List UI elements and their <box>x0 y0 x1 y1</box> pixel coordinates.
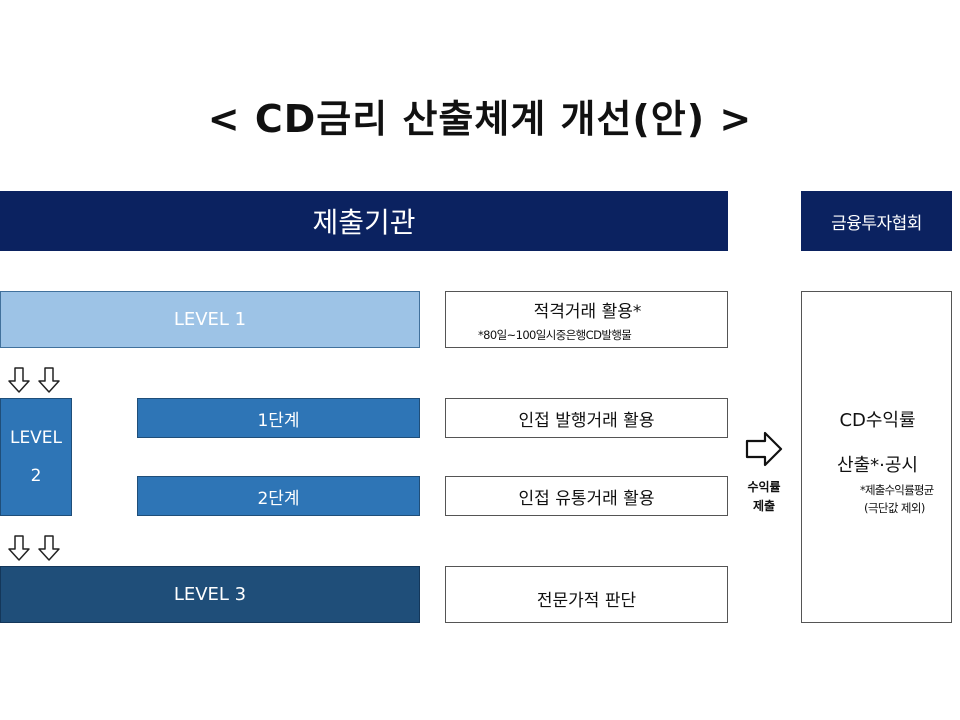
level1-description-star: * <box>632 302 642 322</box>
level2-block: LEVEL 2 <box>0 398 72 516</box>
down-arrow-icon <box>8 535 30 561</box>
level1-description-box: 적격거래 활용* *80일~100일시중은행CD발행물 <box>445 291 728 348</box>
level1-description: 적격거래 활용* <box>446 297 729 322</box>
submit-label-line2: 제출 <box>752 499 776 513</box>
kofia-note1: *제출수익률평균 <box>860 483 934 497</box>
down-arrow-icon <box>38 367 60 393</box>
submit-label: 수익률 제출 <box>734 478 794 516</box>
level2-label-line2: 2 <box>30 466 42 486</box>
stage2-label: 2단계 <box>257 488 300 509</box>
level3-block: LEVEL 3 <box>0 566 420 623</box>
level3-description: 전문가적 판단 <box>536 591 637 611</box>
submitter-header: 제출기관 <box>0 191 728 251</box>
level1-label: LEVEL 1 <box>173 309 247 330</box>
stage1-description: 인접 발행거래 활용 <box>518 410 655 431</box>
down-arrow-icon <box>38 535 60 561</box>
right-arrow-icon <box>745 431 783 467</box>
submit-label-line1: 수익률 <box>747 480 781 494</box>
kofia-line1: CD수익률 <box>839 410 916 431</box>
level1-block: LEVEL 1 <box>0 291 420 348</box>
stage2-block: 2단계 <box>137 476 420 516</box>
stage2-description-box: 인접 유통거래 활용 <box>445 476 728 516</box>
kofia-box: CD수익률 산출*·공시 *제출수익률평균 (극단값 제외) <box>801 291 952 623</box>
association-header-label: 금융투자협회 <box>831 213 922 234</box>
stage2-description: 인접 유통거래 활용 <box>518 488 655 509</box>
level1-note: *80일~100일시중은행CD발행물 <box>478 328 632 342</box>
stage1-label: 1단계 <box>257 410 300 431</box>
level2-label-line1: LEVEL <box>9 428 63 448</box>
down-arrow-icon <box>8 367 30 393</box>
association-header: 금융투자협회 <box>801 191 952 251</box>
page-title: < CD금리 산출체계 개선(안) > <box>207 97 753 141</box>
stage1-block: 1단계 <box>137 398 420 438</box>
kofia-note2: (극단값 제외) <box>864 501 925 515</box>
level3-description-box: 전문가적 판단 <box>445 566 728 623</box>
level3-label: LEVEL 3 <box>173 584 247 605</box>
stage1-description-box: 인접 발행거래 활용 <box>445 398 728 438</box>
level1-description-text: 적격거래 활용 <box>533 302 633 322</box>
kofia-line2: 산출*·공시 <box>837 455 918 476</box>
submitter-header-label: 제출기관 <box>312 206 416 239</box>
